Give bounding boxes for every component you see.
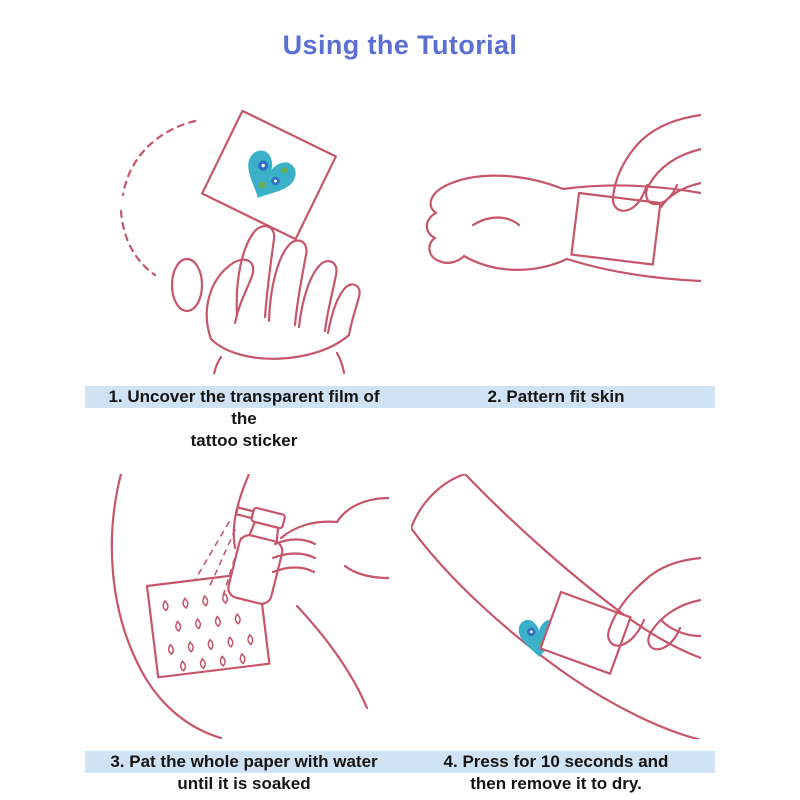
pattern-card [570,191,662,266]
spray-mist [194,521,242,597]
caption-line: 4. Press for 10 seconds and [443,752,669,771]
holding-hand [271,496,389,580]
press-paper [539,590,632,675]
steps-grid: 1. Uncover the transparent film of the t… [0,109,800,795]
step-4: 4. Press for 10 seconds and then remove … [397,474,715,795]
heart-tattoo-icon [248,150,296,198]
step-4-caption: 4. Press for 10 seconds and then remove … [397,751,715,795]
step-1: 1. Uncover the transparent film of the t… [85,109,403,452]
caption-line: 2. Pattern fit skin [487,387,625,406]
step-2-caption: 2. Pattern fit skin [397,386,715,408]
motion-dashes [119,119,197,277]
applying-hand [611,113,701,212]
forearm [561,184,701,283]
step-3-caption: 3. Pat the whole paper with water until … [85,751,403,795]
caption-highlight-band [397,751,715,773]
pressing-hand [607,556,701,651]
step1-peel-film-illustration [119,109,361,374]
caption-highlight-band [397,386,715,408]
page-title: Using the Tutorial [282,30,518,60]
caption-line: 1. Uncover the transparent film of the [108,387,380,428]
caption-line: until it is soaked [177,774,311,793]
arm [411,474,701,739]
step-1-caption: 1. Uncover the transparent film of the t… [85,386,403,452]
step-2: 2. Pattern fit skin [397,109,715,452]
caption-line: tattoo sticker [190,431,298,450]
caption-highlight-band [85,386,403,408]
step3-spray-water-illustration [110,474,389,739]
step2-pattern-fit-skin-illustration [425,113,701,283]
caption-highlight-band [85,751,403,773]
spray-bottle [227,506,286,605]
caption-line: 3. Pat the whole paper with water [110,752,378,771]
tattoo-sticker-card [200,109,338,241]
step-3: 3. Pat the whole paper with water until … [85,474,403,795]
holding-hand [170,225,361,374]
step4-press-and-remove-illustration [411,474,701,739]
fist [425,174,569,271]
caption-line: then remove it to dry. [470,774,642,793]
